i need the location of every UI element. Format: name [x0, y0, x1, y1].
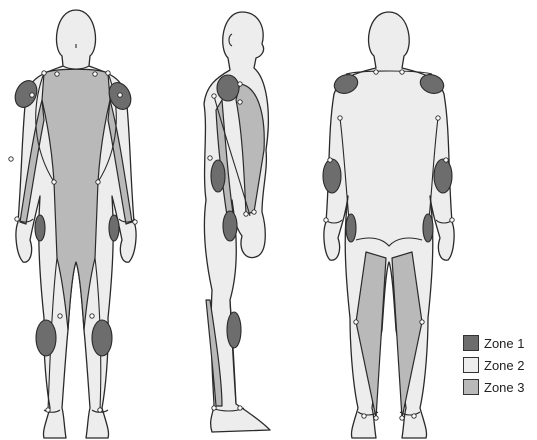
side-zone1-shoulder [217, 75, 239, 101]
legend-item-zone2: Zone 2 [463, 357, 537, 373]
side-seam-point [208, 156, 212, 160]
back-seam-point [338, 116, 342, 120]
side-view-figure [204, 12, 270, 432]
back-seam-point [328, 158, 332, 162]
back-seam-point [436, 116, 440, 120]
back-seam-point [374, 70, 378, 74]
back-zone1-right-elbow [323, 159, 341, 193]
back-seam-point [450, 218, 454, 222]
side-seam-point [238, 82, 242, 86]
front-seam-point [106, 71, 110, 75]
back-zone1-left-elbow [434, 159, 452, 193]
back-seam-point [400, 416, 404, 420]
zone1-swatch [463, 335, 479, 351]
back-zone1-left-forearm [423, 214, 433, 242]
front-seam-point [93, 72, 97, 76]
front-seam-point [30, 93, 34, 97]
front-seam-point [58, 314, 62, 318]
zone3-swatch [463, 379, 479, 395]
front-zone1-left-knee [92, 320, 112, 356]
front-seam-point [15, 217, 19, 221]
back-seam-point [412, 414, 416, 418]
front-seam-point [90, 314, 94, 318]
front-zone1-right-knee [36, 320, 56, 356]
front-view-figure [9, 10, 137, 438]
front-seam-point [9, 157, 13, 161]
legend-item-zone3: Zone 3 [463, 379, 537, 395]
side-seam-point [238, 100, 242, 104]
back-seam-point [324, 218, 328, 222]
side-seam-point [212, 406, 216, 410]
front-zone1-left-forearm [109, 215, 119, 241]
back-seam-point [374, 416, 378, 420]
side-zone1-forearm [223, 211, 237, 241]
legend-label: Zone 3 [484, 380, 524, 395]
front-seam-point [133, 220, 137, 224]
back-seam-point [420, 320, 424, 324]
front-seam-point [96, 180, 100, 184]
legend-item-zone1: Zone 1 [463, 335, 537, 351]
side-zone1-elbow [211, 160, 225, 192]
front-seam-point [46, 408, 50, 412]
side-seam-point [244, 212, 248, 216]
side-seam-point [238, 406, 242, 410]
legend-label: Zone 1 [484, 336, 524, 351]
back-seam-point [354, 320, 358, 324]
front-seam-point [42, 71, 46, 75]
front-seam-point [52, 180, 56, 184]
front-seam-point [55, 72, 59, 76]
side-zone1-knee [227, 312, 241, 348]
side-seam-point [252, 210, 256, 214]
back-zone1-right-forearm [346, 214, 356, 242]
back-view-figure [323, 12, 454, 438]
side-seam-point [212, 94, 216, 98]
back-seam-point [444, 158, 448, 162]
back-seam-point [400, 70, 404, 74]
zone-legend: Zone 1 Zone 2 Zone 3 [463, 335, 537, 401]
front-zone1-right-forearm [35, 215, 45, 241]
front-seam-point [118, 93, 122, 97]
front-seam-point [98, 408, 102, 412]
legend-label: Zone 2 [484, 358, 524, 373]
back-seam-point [362, 414, 366, 418]
zone2-swatch [463, 357, 479, 373]
